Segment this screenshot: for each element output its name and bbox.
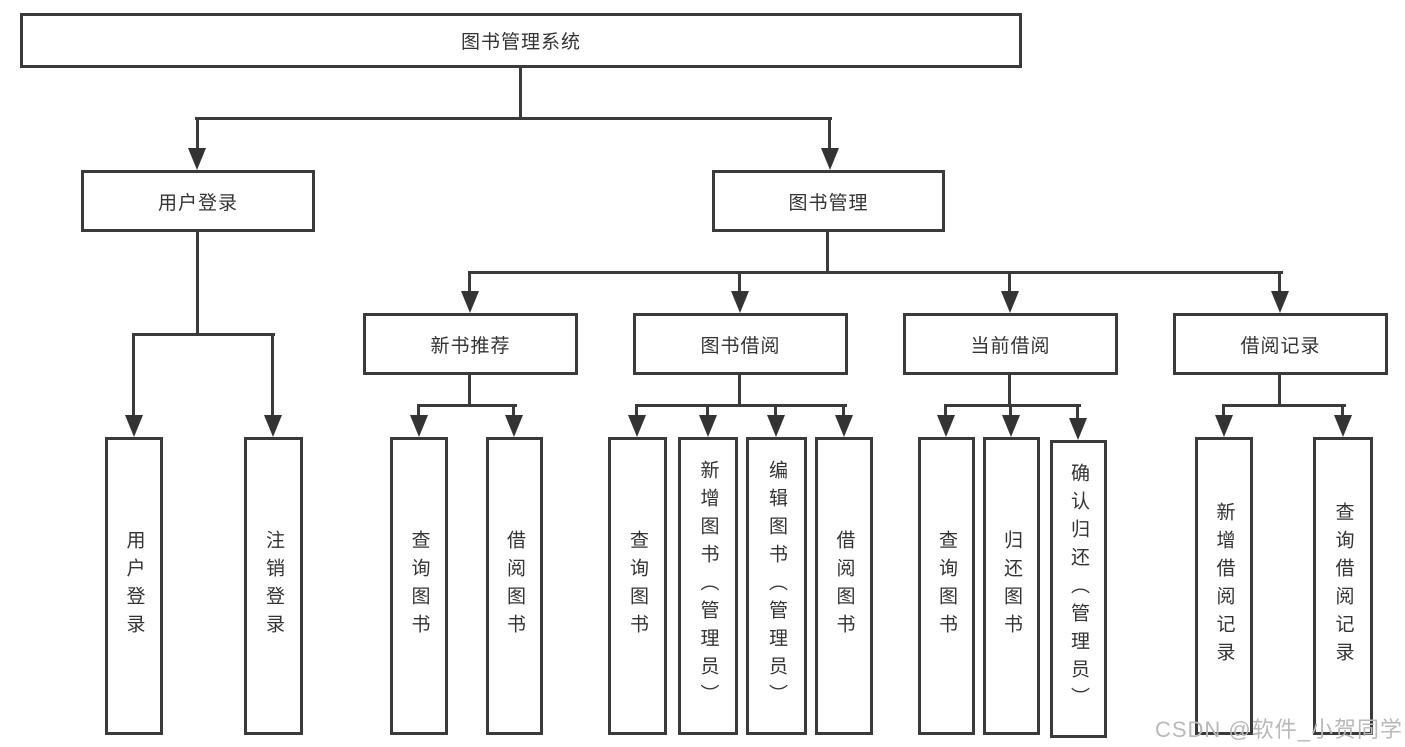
connector-line bbox=[1009, 404, 1012, 418]
leaf-return-books-label: 归还图书 bbox=[1001, 530, 1022, 642]
connector-line bbox=[519, 68, 522, 118]
leaf-edit-book-admin: 编辑图书（管理员） bbox=[746, 437, 807, 735]
node-borrowing-records: 借阅记录 bbox=[1173, 313, 1388, 375]
connector-line bbox=[842, 404, 845, 418]
connector-line bbox=[944, 404, 1081, 407]
connector-line bbox=[512, 404, 515, 418]
leaf-query-books-borrow: 查询图书 bbox=[608, 437, 667, 735]
arrow-down-icon bbox=[1334, 415, 1352, 437]
connector-line bbox=[468, 375, 471, 407]
leaf-query-books-newrec-label: 查询图书 bbox=[408, 530, 430, 642]
node-root-system: 图书管理系统 bbox=[20, 13, 1022, 68]
leaf-query-books-borrow-label: 查询图书 bbox=[627, 530, 648, 642]
leaf-borrow-books-borrow: 借阅图书 bbox=[815, 437, 873, 735]
leaf-confirm-return-admin: 确认归还（管理员） bbox=[1050, 440, 1107, 738]
leaf-query-books-current-label: 查询图书 bbox=[936, 530, 957, 642]
connector-line bbox=[132, 333, 135, 418]
node-current-borrowing-label: 当前借阅 bbox=[970, 335, 1051, 357]
connector-line bbox=[1278, 375, 1281, 407]
arrow-down-icon bbox=[821, 148, 839, 170]
node-book-borrowing-label: 图书借阅 bbox=[700, 335, 781, 357]
leaf-add-book-admin-label: 新增图书（管理员） bbox=[697, 460, 719, 712]
connector-line bbox=[706, 404, 709, 418]
leaf-borrow-books-newrec: 借阅图书 bbox=[486, 437, 543, 735]
node-new-book-recommend-label: 新书推荐 bbox=[430, 335, 511, 357]
leaf-edit-book-admin-label: 编辑图书（管理员） bbox=[766, 460, 787, 712]
arrow-down-icon bbox=[699, 415, 717, 437]
arrow-down-icon bbox=[125, 415, 143, 437]
arrow-down-icon bbox=[767, 415, 785, 437]
leaf-borrow-books-newrec-label: 借阅图书 bbox=[504, 530, 525, 642]
leaf-add-borrow-record-label: 新增借阅记录 bbox=[1213, 502, 1235, 670]
arrow-down-icon bbox=[264, 415, 282, 437]
leaf-confirm-return-admin-label: 确认归还（管理员） bbox=[1068, 463, 1089, 715]
connector-line bbox=[1341, 404, 1344, 418]
leaf-user-login: 用户登录 bbox=[105, 437, 163, 735]
arrow-down-icon bbox=[835, 415, 853, 437]
arrow-down-icon bbox=[1002, 415, 1020, 437]
connector-line bbox=[417, 404, 517, 407]
node-user-login-label: 用户登录 bbox=[157, 192, 238, 214]
arrow-down-icon bbox=[1069, 418, 1087, 440]
connector-line bbox=[1222, 404, 1346, 407]
connector-line bbox=[132, 333, 275, 336]
leaf-add-borrow-record: 新增借阅记录 bbox=[1195, 437, 1253, 735]
connector-line bbox=[195, 117, 832, 120]
arrow-down-icon bbox=[1271, 291, 1289, 313]
connector-line bbox=[738, 375, 741, 407]
leaf-query-borrow-record-label: 查询借阅记录 bbox=[1332, 502, 1354, 670]
connector-line bbox=[828, 117, 831, 151]
connector-line bbox=[826, 232, 829, 274]
connector-line bbox=[1222, 404, 1225, 418]
node-book-management: 图书管理 bbox=[712, 170, 945, 232]
connector-line bbox=[417, 404, 420, 418]
arrow-down-icon bbox=[410, 415, 428, 437]
leaf-user-login-label: 用户登录 bbox=[123, 530, 145, 642]
node-user-login: 用户登录 bbox=[81, 170, 315, 232]
node-root-label: 图书管理系统 bbox=[460, 32, 581, 53]
leaf-query-books-newrec: 查询图书 bbox=[390, 437, 448, 735]
node-current-borrowing: 当前借阅 bbox=[903, 313, 1118, 375]
leaf-logout-label: 注销登录 bbox=[263, 530, 284, 642]
connector-line bbox=[468, 271, 1283, 274]
leaf-borrow-books-borrow-label: 借阅图书 bbox=[833, 530, 855, 642]
arrow-down-icon bbox=[188, 148, 206, 170]
arrow-down-icon bbox=[461, 291, 479, 313]
arrow-down-icon bbox=[505, 415, 523, 437]
leaf-logout: 注销登录 bbox=[244, 437, 303, 735]
connector-line bbox=[196, 232, 199, 336]
connector-line bbox=[1008, 375, 1011, 407]
connector-line bbox=[468, 271, 471, 294]
connector-line bbox=[271, 333, 274, 418]
node-book-management-label: 图书管理 bbox=[788, 192, 869, 214]
arrow-down-icon bbox=[628, 415, 646, 437]
node-book-borrowing: 图书借阅 bbox=[633, 313, 848, 375]
node-new-book-recommend: 新书推荐 bbox=[363, 313, 578, 375]
connector-line bbox=[1008, 271, 1011, 294]
watermark: CSDN @软件_小贺同学 bbox=[1154, 717, 1403, 742]
leaf-query-borrow-record: 查询借阅记录 bbox=[1313, 437, 1373, 735]
arrow-down-icon bbox=[1215, 415, 1233, 437]
connector-line bbox=[1076, 404, 1079, 418]
connector-line bbox=[738, 271, 741, 294]
connector-line bbox=[944, 404, 947, 418]
connector-line bbox=[1278, 271, 1281, 294]
node-borrowing-records-label: 借阅记录 bbox=[1240, 335, 1321, 357]
connector-line bbox=[774, 404, 777, 418]
leaf-query-books-current: 查询图书 bbox=[918, 437, 975, 735]
connector-line bbox=[635, 404, 847, 407]
connector-line bbox=[196, 117, 199, 151]
arrow-down-icon bbox=[1001, 291, 1019, 313]
leaf-add-book-admin: 新增图书（管理员） bbox=[678, 437, 738, 735]
arrow-down-icon bbox=[937, 415, 955, 437]
arrow-down-icon bbox=[731, 291, 749, 313]
connector-line bbox=[635, 404, 638, 418]
leaf-return-books: 归还图书 bbox=[983, 437, 1040, 735]
